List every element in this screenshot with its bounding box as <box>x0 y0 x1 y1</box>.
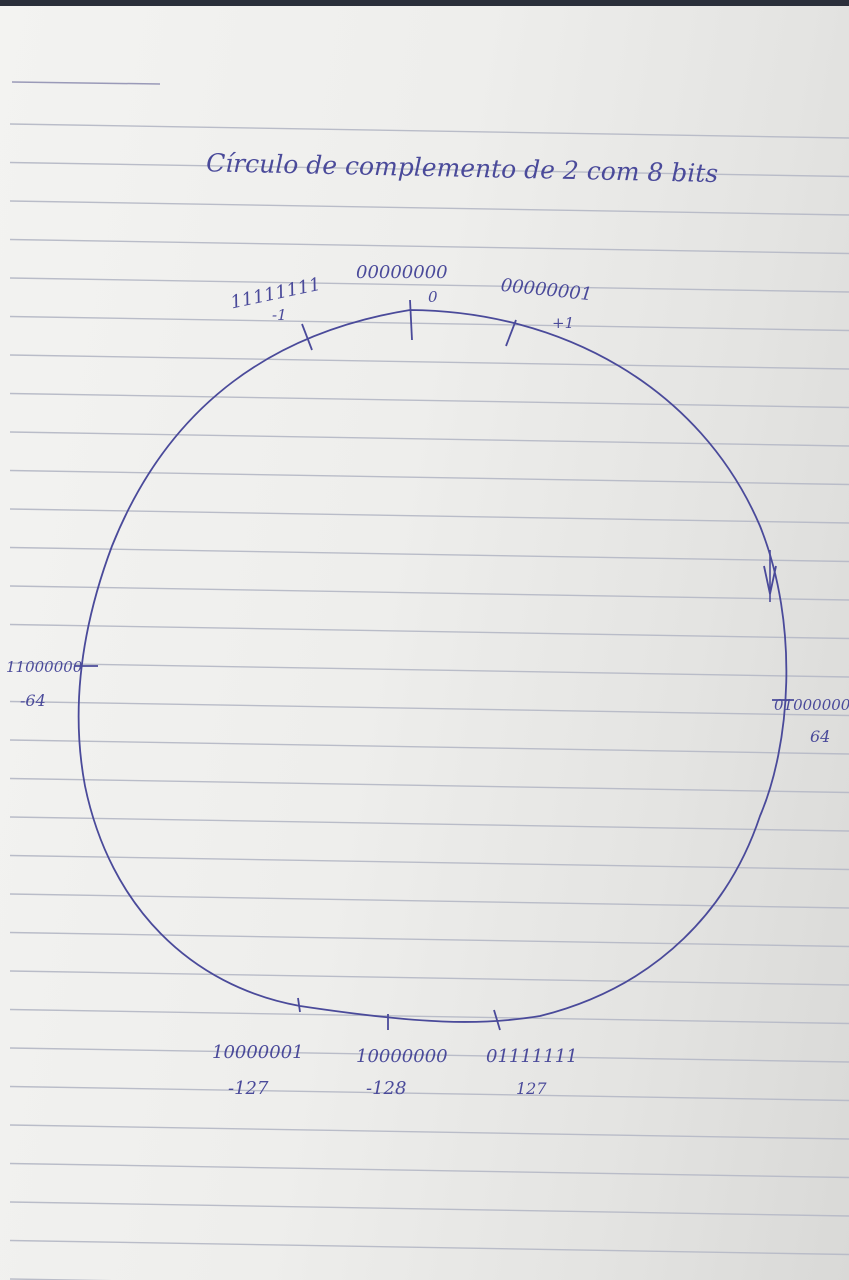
tick-bottom-right <box>493 1009 501 1031</box>
label-right-binary: 01000000 <box>774 696 849 714</box>
rule-line <box>9 200 849 216</box>
rule-line <box>9 354 849 370</box>
rule-line <box>9 1047 849 1063</box>
rule-line <box>9 585 849 601</box>
rule-line <box>9 469 849 486</box>
rule-line <box>9 1162 849 1179</box>
rule-line <box>9 277 849 293</box>
rule-line <box>9 392 849 409</box>
rule-line <box>9 431 849 447</box>
label-top-left-decimal: -1 <box>272 306 287 324</box>
rule-line <box>9 1085 849 1102</box>
label-bottom-right-decimal: 127 <box>516 1079 547 1098</box>
label-top-binary: 00000000 <box>356 262 448 283</box>
label-left-binary: 11000000 <box>6 658 83 676</box>
rule-line <box>9 161 849 178</box>
label-top-right-binary: 00000001 <box>500 275 593 305</box>
label-bottom-decimal: -128 <box>366 1078 406 1099</box>
rule-line <box>9 1239 849 1256</box>
rule-line <box>9 739 849 755</box>
rule-line <box>9 1008 849 1025</box>
rule-line <box>9 970 849 986</box>
header-scribble <box>11 81 161 85</box>
rule-line <box>9 662 849 678</box>
tick-top-left <box>301 323 313 351</box>
rule-line <box>9 777 849 794</box>
label-bottom-left-binary: 10000001 <box>212 1042 304 1063</box>
rule-line <box>9 123 849 139</box>
sketch-canvas: Círculo de complemento de 2 com 8 bits 0… <box>6 81 849 1280</box>
tick-top <box>409 299 413 341</box>
label-right-decimal: 64 <box>810 727 830 746</box>
rule-line <box>9 623 849 640</box>
ruled-lines <box>9 123 849 1280</box>
diagram-title: Círculo de complemento de 2 com 8 bits <box>206 148 719 188</box>
label-bottom-right-binary: 01111111 <box>486 1046 578 1067</box>
rule-line <box>9 1201 849 1217</box>
tick-marks <box>74 299 794 1031</box>
label-bottom-binary: 10000000 <box>356 1046 448 1067</box>
label-bottom-left-decimal: -127 <box>228 1078 269 1099</box>
rule-line <box>9 1124 849 1140</box>
label-left-decimal: -64 <box>20 691 46 710</box>
rule-line <box>9 508 849 524</box>
notebook-page: Círculo de complemento de 2 com 8 bits 0… <box>0 6 849 1280</box>
label-top-decimal: 0 <box>428 288 438 306</box>
label-top-right-decimal: +1 <box>552 314 574 332</box>
rule-line <box>9 931 849 948</box>
rule-line <box>9 893 849 909</box>
twos-complement-circle <box>77 309 788 1023</box>
rule-line <box>9 700 849 717</box>
rule-line <box>9 238 849 255</box>
tick-bottom-left <box>297 997 301 1013</box>
rule-line <box>9 854 849 871</box>
rule-line <box>9 816 849 832</box>
rule-line <box>9 546 849 563</box>
tick-top-right <box>505 319 517 347</box>
rule-line <box>9 315 849 332</box>
